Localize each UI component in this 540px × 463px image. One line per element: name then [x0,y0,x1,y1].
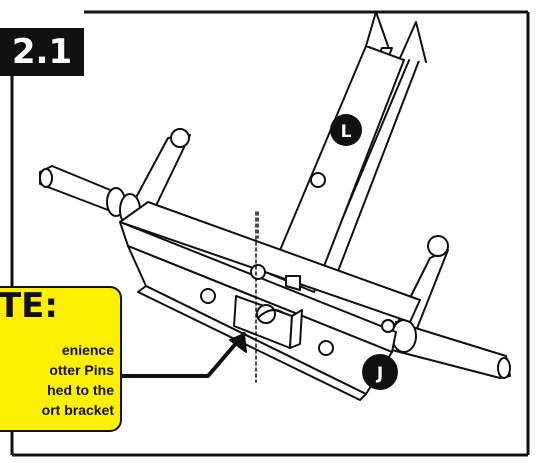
part-label-j-circle [362,354,398,390]
left-axle-end [39,168,53,188]
beam-hole-2 [200,288,216,304]
part-label-l-circle [330,114,362,146]
note-callout: TE: enience otter Pins hed to the ort br… [0,286,122,432]
main-beam-bottom-edge [137,285,367,401]
cotter-pin-icon [256,304,276,324]
beam-hole-3 [318,340,334,356]
beam-hole-1 [250,264,266,280]
tongue-hole [310,172,326,188]
callout-arrow-icon [118,332,246,378]
note-line-1: enience [61,342,114,358]
step-number: 2.1 [11,32,73,72]
tongue-spacer [285,275,301,291]
tongue-fork-right [399,21,427,63]
note-line-3: hed to the [47,382,114,398]
part-label-j: J [376,364,383,384]
right-beam-hole [381,319,395,333]
note-line-4: ort bracket [41,402,114,418]
main-beam-back [119,201,421,323]
right-upright-hole [427,235,449,257]
note-text: enience otter Pins hed to the ort bracke… [0,340,114,420]
note-line-2: otter Pins [49,362,114,378]
cotter-pin-clip [257,309,283,319]
part-label-l: L [341,122,352,142]
callout-arrow-head [229,333,247,353]
center-bracket-side [289,309,303,349]
right-axle-end [497,357,511,379]
tongue-fork-left [365,11,389,47]
note-title: TE: [0,286,58,326]
step-number-badge: 2.1 [0,28,84,76]
left-upright-hole [170,128,190,148]
